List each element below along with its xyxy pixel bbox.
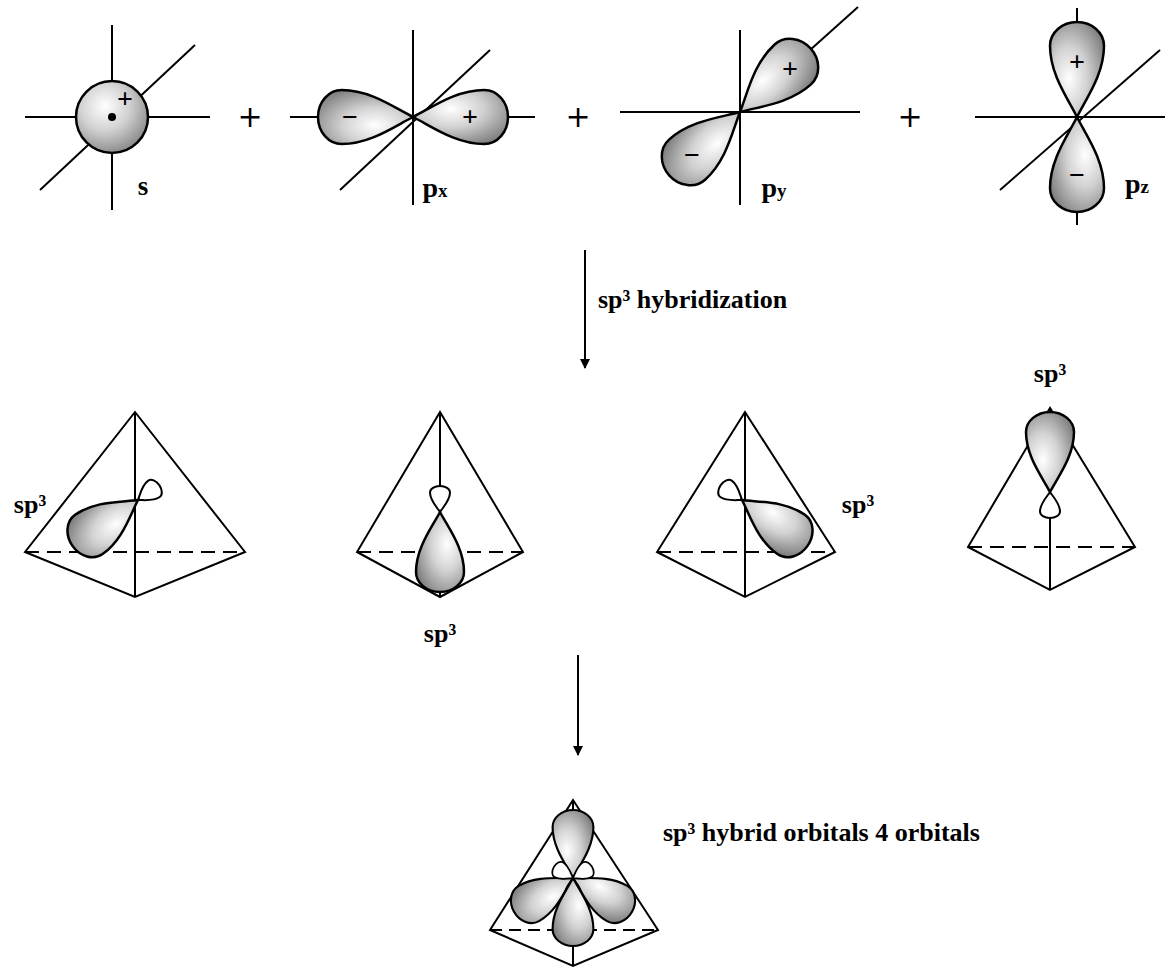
hybrid-label: sp³	[1034, 361, 1066, 387]
px-lobe	[318, 90, 413, 144]
minor-lobe	[1040, 492, 1060, 518]
plus-operator: +	[897, 102, 922, 132]
orbital-sign: −	[342, 103, 358, 131]
plus-operator: +	[565, 102, 590, 132]
px-axes	[290, 30, 535, 205]
hybrid-label: sp³	[424, 621, 456, 647]
py-lobe	[722, 28, 829, 132]
hybrid-label: sp³	[842, 492, 874, 518]
hybrid-label: sp³	[14, 492, 46, 518]
sp3-lobe	[416, 512, 464, 592]
tetrahedron	[490, 800, 658, 966]
orbital-name: s	[138, 173, 149, 200]
sp3-lobe	[728, 480, 821, 565]
nucleus-dot	[108, 113, 116, 121]
px-lobe	[413, 90, 508, 144]
tetrahedron	[968, 408, 1135, 590]
py-axes	[620, 7, 860, 205]
process-arrow	[577, 655, 579, 755]
s-orbital	[25, 25, 210, 210]
sp3-lobe	[59, 480, 152, 565]
orbital-sign: −	[684, 141, 700, 169]
tetrahedron	[25, 412, 245, 597]
s-sphere	[76, 81, 148, 153]
plus-operator: +	[237, 102, 262, 132]
orbital-sign: −	[1069, 161, 1085, 189]
orbital-sign: +	[462, 103, 478, 131]
caption-label: sp³ hybrid orbitals 4 orbitals	[663, 820, 980, 846]
pz-lobe	[1050, 22, 1104, 117]
pz-lobe	[1050, 117, 1104, 212]
orbital-name: px	[422, 174, 447, 202]
process-label: sp³ hybridization	[598, 287, 787, 313]
minor-lobe	[430, 486, 450, 512]
process-arrow	[584, 250, 586, 368]
combined-sp3-orbitals	[504, 810, 642, 946]
tetrahedron	[357, 412, 523, 597]
orbital-sign: +	[1069, 48, 1085, 76]
pz-axes	[975, 8, 1165, 225]
orbital-name: pz	[1125, 170, 1149, 198]
sp3-lobe	[1026, 412, 1074, 492]
orbital-name: py	[761, 174, 786, 202]
orbital-sign: +	[782, 55, 798, 83]
orbital-sign: +	[117, 85, 133, 113]
tetrahedron	[657, 412, 835, 597]
